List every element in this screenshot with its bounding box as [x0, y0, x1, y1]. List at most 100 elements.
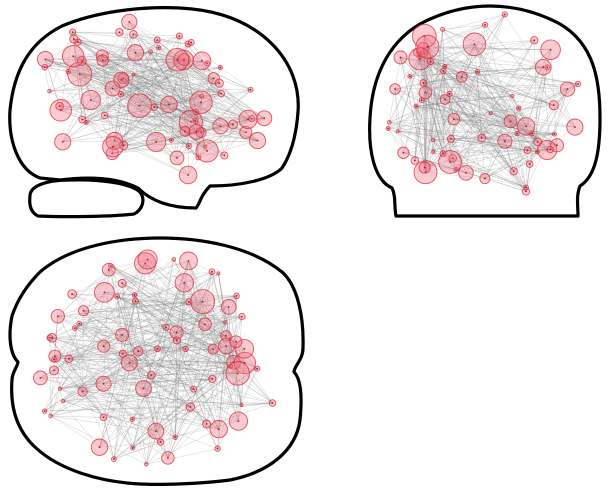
connection-edge: [122, 353, 219, 430]
connection-edge: [54, 323, 80, 357]
connection-edge: [114, 34, 134, 141]
node-center: [201, 59, 203, 62]
connection-edge: [59, 365, 231, 389]
connection-edge: [52, 269, 109, 338]
connection-edge: [121, 283, 130, 363]
connection-edge: [44, 259, 148, 412]
connection-edge: [79, 323, 231, 367]
connection-edge: [449, 93, 482, 139]
connection-edge: [45, 59, 252, 119]
connection-edge: [400, 57, 478, 73]
connection-edge: [195, 78, 214, 122]
connection-edge: [73, 38, 265, 119]
connection-edge: [416, 95, 513, 107]
node-center: [217, 428, 220, 431]
connection-edge: [59, 378, 213, 389]
node-center: [103, 291, 106, 294]
connection-edge: [121, 21, 130, 80]
connection-edge: [81, 59, 178, 62]
connection-edge: [477, 71, 533, 134]
connection-edge: [423, 24, 486, 49]
connection-edge: [117, 296, 214, 350]
connection-edge: [450, 149, 551, 163]
connection-edge: [146, 301, 203, 465]
connection-edge: [481, 137, 538, 143]
connection-edge: [129, 21, 190, 147]
connection-edge: [40, 377, 239, 422]
connection-edge: [188, 301, 245, 350]
connection-edge: [108, 269, 213, 380]
connection-edge: [102, 59, 178, 61]
connection-edge: [53, 301, 189, 360]
connection-edge: [121, 94, 252, 119]
connection-edge: [444, 66, 514, 172]
node-center: [168, 103, 170, 106]
connection-edge: [397, 99, 446, 132]
connection-edge: [52, 332, 177, 339]
network-node: [395, 129, 400, 134]
connection-edge: [138, 350, 213, 380]
connection-edge: [53, 370, 83, 392]
connection-edge: [397, 130, 434, 152]
node-center: [176, 339, 178, 342]
node-center: [194, 111, 197, 113]
node-center: [131, 447, 134, 449]
connection-edge: [86, 122, 113, 147]
connection-edge: [112, 21, 130, 89]
connection-edge: [424, 36, 492, 114]
connection-edge: [421, 99, 527, 192]
connection-edge: [117, 296, 258, 369]
connection-edge: [171, 35, 180, 141]
node-center: [43, 410, 46, 412]
connection-edge: [442, 149, 548, 154]
connection-edge: [444, 99, 530, 165]
connection-edge: [155, 341, 237, 432]
connection-edge: [68, 71, 246, 133]
connection-edge: [177, 59, 190, 147]
connection-edge: [200, 67, 221, 133]
connection-edge: [79, 55, 103, 75]
connection-edge: [233, 362, 273, 404]
connection-edge: [104, 115, 265, 119]
connection-edge: [59, 388, 161, 443]
connection-edge: [57, 295, 237, 317]
connection-edge: [129, 294, 135, 363]
connection-edge: [432, 93, 450, 140]
connection-edge: [40, 377, 219, 430]
node-center: [146, 258, 149, 261]
node-center: [122, 77, 124, 80]
connection-edge: [217, 368, 258, 449]
node-center: [212, 348, 215, 351]
connection-edge: [63, 260, 189, 402]
connection-edge: [200, 132, 206, 147]
connection-edge: [103, 417, 115, 460]
node-center: [176, 58, 179, 61]
connection-edge: [99, 295, 237, 448]
connection-edge: [86, 59, 184, 123]
connection-edge: [73, 38, 178, 60]
connection-edge: [167, 368, 258, 459]
connection-edge: [86, 93, 222, 123]
connection-edge: [104, 292, 227, 347]
connection-edge: [72, 31, 189, 147]
connection-edge: [167, 260, 189, 458]
node-center: [235, 294, 238, 297]
connection-edge: [443, 70, 455, 120]
connection-edge: [414, 82, 424, 161]
node-center: [204, 323, 206, 326]
connection-edge: [157, 348, 213, 380]
connection-edge: [217, 373, 238, 449]
connection-edge: [81, 60, 124, 79]
connection-edge: [113, 332, 177, 460]
connection-edge: [157, 306, 229, 349]
connection-edge: [238, 362, 246, 422]
connection-edge: [81, 60, 221, 127]
connection-edge: [122, 283, 178, 341]
connection-edge: [184, 282, 186, 349]
connection-edge: [110, 265, 214, 350]
connection-edge: [416, 105, 551, 150]
connection-edge: [83, 310, 245, 364]
node-center: [271, 402, 274, 404]
connection-edge: [422, 82, 444, 154]
connection-edge: [114, 82, 220, 142]
